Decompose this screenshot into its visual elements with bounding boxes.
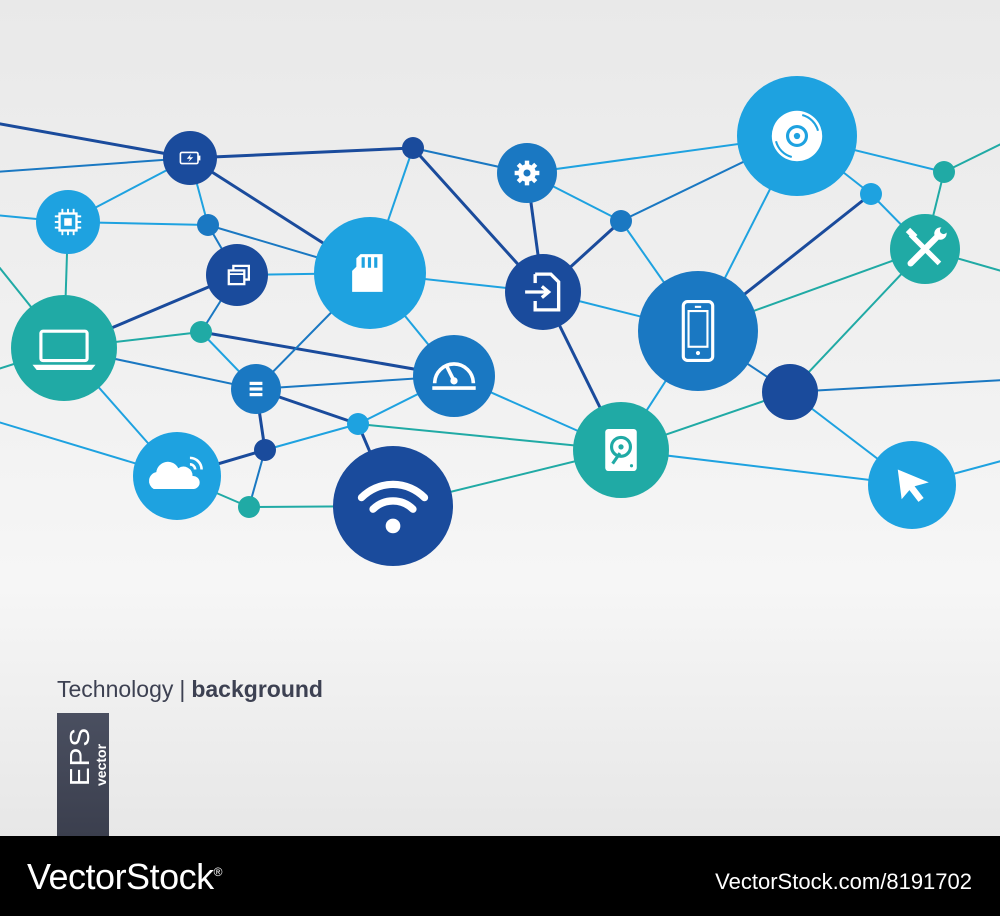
network-dot (347, 413, 369, 435)
wifi-node (333, 446, 453, 566)
dot-circle (402, 137, 424, 159)
network-dot (197, 214, 219, 236)
gear-icon (514, 160, 540, 186)
vectorstock-logo[interactable]: VectorStock® (27, 856, 222, 898)
network-link (200, 330, 455, 378)
gear-node (497, 143, 557, 203)
dot-circle (762, 364, 818, 420)
eps-badge-text: EPS vector (64, 727, 109, 786)
dot-circle (860, 183, 882, 205)
network-dot (238, 496, 260, 518)
smartphone-icon (681, 300, 715, 362)
file-transfer-node (505, 254, 581, 330)
disc-node (737, 76, 857, 196)
eps-badge (57, 713, 109, 836)
network-link (264, 423, 359, 451)
laptop-icon (32, 329, 96, 371)
tools-icon (905, 226, 948, 267)
chip-icon (54, 208, 82, 236)
network-link (189, 146, 414, 160)
wifi-icon (357, 480, 429, 534)
cloud-signal-node (133, 432, 221, 520)
caption-separator: | (179, 676, 186, 702)
smartphone-node (638, 271, 758, 391)
network-dot (860, 183, 882, 205)
network-dot (402, 137, 424, 159)
dot-circle (238, 496, 260, 518)
list-icon (249, 381, 263, 397)
network-link (789, 379, 1000, 393)
node-circle (11, 295, 117, 401)
chip-node (36, 190, 100, 254)
vectorstock-brand: VectorStock (27, 856, 214, 897)
network-dot (610, 210, 632, 232)
image-reference-url[interactable]: VectorStock.com/8191702 (715, 869, 972, 894)
node-circle (413, 335, 495, 417)
node-circle (333, 446, 453, 566)
laptop-node (11, 295, 117, 401)
hard-drive-icon (605, 429, 637, 471)
cloud-signal-icon (149, 456, 203, 489)
network-nodes (11, 76, 960, 566)
dot-circle (190, 321, 212, 343)
dot-circle (933, 161, 955, 183)
list-node (231, 364, 281, 414)
dot-circle (347, 413, 369, 435)
battery-icon (179, 151, 201, 165)
dot-circle (254, 439, 276, 461)
network-link (620, 449, 913, 486)
network-dot (933, 161, 955, 183)
battery-node (163, 131, 217, 185)
eps-kind-label: vector (93, 743, 109, 786)
sd-card-icon (352, 254, 383, 292)
hard-drive-node (573, 402, 669, 498)
windows-icon (227, 264, 250, 286)
sd-card-node (314, 217, 426, 329)
network-link (0, 122, 191, 160)
cursor-icon (897, 469, 929, 502)
caption-subtitle: background (191, 676, 323, 702)
network-dot (190, 321, 212, 343)
network-diagram (0, 76, 1000, 566)
file-transfer-icon (525, 272, 561, 312)
eps-format-label: EPS (64, 726, 95, 786)
watermark-footer: VectorStock® VectorStock.com/8191702 (0, 836, 1000, 916)
network-dot (254, 439, 276, 461)
network-link (0, 157, 191, 173)
speedometer-node (413, 335, 495, 417)
dot-circle (610, 210, 632, 232)
caption: Technology|background (57, 676, 323, 703)
network-dot (762, 364, 818, 420)
caption-title: Technology (57, 676, 174, 702)
tools-node (890, 214, 960, 284)
network-link (943, 143, 1000, 173)
speedometer-icon (432, 362, 476, 390)
dot-circle (197, 214, 219, 236)
registered-mark: ® (213, 865, 223, 879)
windows-node (206, 244, 268, 306)
disc-icon (771, 110, 823, 162)
cursor-node (868, 441, 956, 529)
node-circle (638, 271, 758, 391)
